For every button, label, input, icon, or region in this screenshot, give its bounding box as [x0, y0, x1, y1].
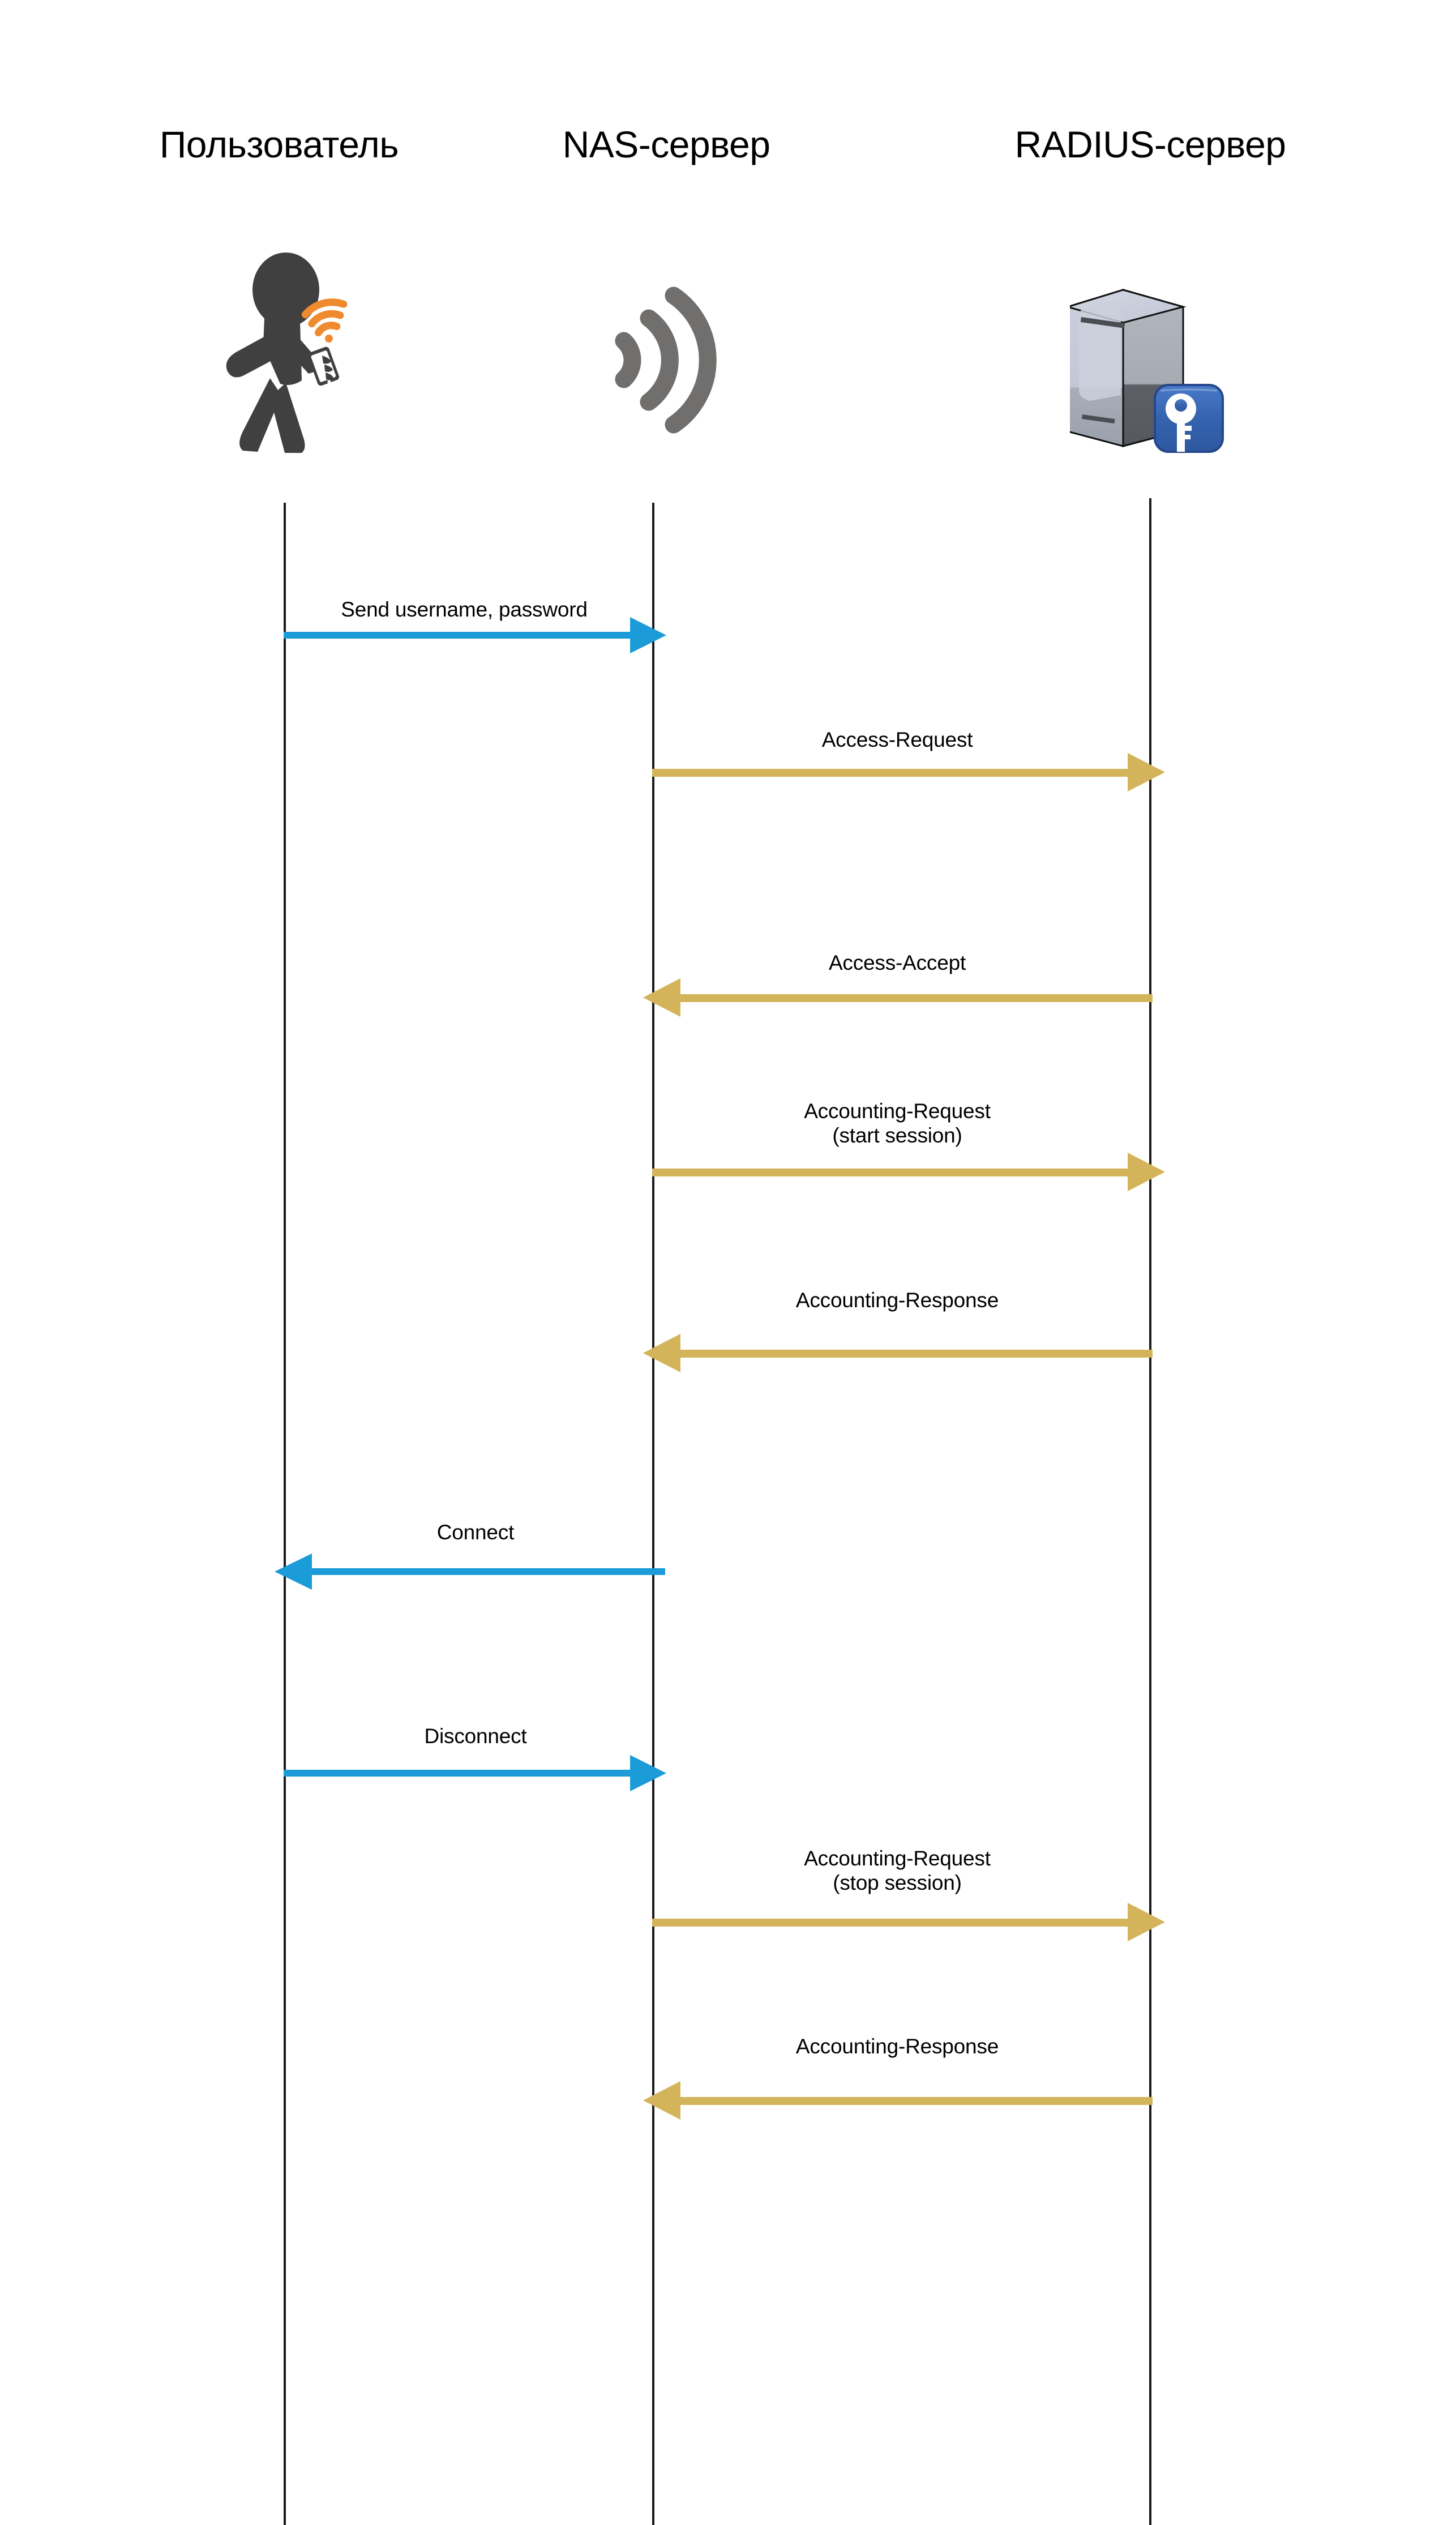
actor-label-user: Пользователь [159, 123, 399, 165]
message-label: Connect [436, 1521, 515, 1544]
actor-label-radius: RADIUS-сервер [1014, 123, 1287, 165]
server-tower-with-key-badge-icon [1064, 255, 1234, 453]
message-label: Disconnect [424, 1724, 527, 1748]
actor-label-nas: NAS-сервер [562, 123, 770, 165]
message-label: Send username, password [341, 598, 588, 621]
message-label: Access-Request [821, 728, 973, 751]
arrow-left-gold [643, 1334, 1153, 1372]
walking-person-with-phone-wifi-icon [201, 249, 371, 453]
lifeline-radius [1149, 498, 1151, 2525]
wireless-signal-waves-icon [594, 266, 719, 453]
arrow-right-gold [652, 1153, 1165, 1191]
arrow-left-blue [275, 1553, 665, 1590]
arrow-left-gold [643, 2081, 1153, 2120]
arrow-right-gold [652, 1903, 1165, 1941]
message-label: Accounting-Request (stop session) [804, 1847, 991, 1894]
lifeline-user [284, 503, 286, 2525]
message-label: Access-Accept [828, 951, 966, 974]
message-label: Accounting-Request (start session) [804, 1099, 991, 1147]
message-label: Accounting-Response [795, 2035, 999, 2058]
lifeline-nas [652, 503, 654, 2525]
arrow-right-blue [284, 1755, 666, 1791]
arrow-left-gold [643, 978, 1153, 1017]
message-label: Accounting-Response [795, 1289, 999, 1312]
arrow-right-gold [652, 753, 1165, 791]
arrow-right-blue [284, 617, 666, 653]
